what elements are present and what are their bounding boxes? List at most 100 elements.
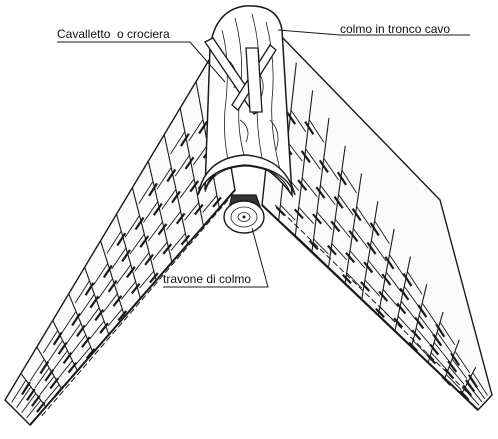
shingle-stroke: [364, 279, 381, 297]
shingle-stroke: [57, 341, 68, 355]
shingle-stroke: [290, 109, 307, 133]
shingle-stroke: [194, 203, 204, 216]
shingle-stroke: [144, 253, 154, 266]
shingle-stroke: [147, 161, 173, 263]
shingle-stroke: [346, 272, 362, 289]
shingle-stroke: [334, 218, 351, 238]
shingle-stroke: [138, 181, 154, 204]
shingle-stroke: [348, 229, 359, 243]
shingle-stroke: [79, 293, 95, 316]
shingle-stroke: [360, 281, 371, 292]
shingle-stroke: [394, 256, 411, 332]
shingle-stroke: [287, 141, 303, 162]
shingle-stroke: [134, 216, 145, 231]
shingle-stroke: [42, 330, 59, 354]
shingle-stroke: [275, 206, 286, 217]
label-colmo-tronco-cavo: colmo in tronco cavo: [340, 22, 451, 36]
shingle-stroke: [301, 177, 318, 197]
shingle-stroke: [121, 281, 136, 300]
shingle-stroke: [156, 167, 172, 190]
shingle-stroke: [84, 282, 95, 296]
shingle-stroke: [444, 368, 455, 380]
shingle-stroke: [26, 399, 42, 419]
shingle-stroke: [76, 346, 91, 365]
shingle-stroke: [212, 196, 222, 208]
shingle-stroke: [327, 244, 337, 256]
shingle-stroke: [375, 307, 385, 318]
shingle-stroke: [129, 233, 145, 255]
shingle-stroke: [74, 280, 90, 304]
shingle-stroke: [76, 324, 86, 338]
shingle-stroke: [300, 150, 311, 163]
shingle-stroke: [469, 377, 486, 399]
shingle-stroke: [39, 375, 55, 396]
shingle-stroke: [202, 195, 218, 213]
shingle-stroke: [84, 267, 110, 335]
shingle-stroke: [166, 168, 177, 183]
shingle-stroke: [426, 353, 437, 365]
shingle-stroke: [459, 390, 470, 401]
shingle-stroke: [408, 341, 419, 352]
shingle-stroke: [316, 211, 333, 230]
shingle-stroke: [44, 384, 60, 402]
shingle-stroke: [117, 310, 128, 322]
shingle-stroke: [29, 359, 45, 382]
shingle-stroke: [280, 204, 296, 221]
shingle-stroke: [432, 333, 443, 347]
shingle-stroke: [367, 259, 384, 279]
shingle-stroke: [433, 342, 450, 362]
shingle-stroke: [327, 145, 346, 269]
shingle-stroke: [385, 271, 402, 292]
shingle-stroke: [451, 358, 468, 379]
shingle-stroke: [31, 394, 41, 407]
shingle-stroke: [179, 178, 195, 199]
shingle-stroke: [450, 352, 461, 366]
shingle-stroke: [26, 388, 36, 402]
shingle-stroke: [379, 306, 396, 323]
shingle-stroke: [54, 385, 64, 397]
shingle-stroke: [293, 208, 304, 220]
shingle-stroke: [393, 317, 404, 329]
shingle-stroke: [361, 201, 379, 300]
shingle-stroke: [148, 182, 158, 197]
shingle-stroke: [333, 196, 344, 209]
shingle-stroke: [112, 295, 123, 307]
wood-grain-stroke: [265, 21, 281, 171]
shingle-stroke: [115, 214, 141, 299]
shingle-stroke: [402, 272, 413, 287]
shingle-stroke: [371, 240, 387, 262]
shingle-stroke: [305, 148, 321, 170]
shingle-stroke: [286, 111, 297, 125]
shingle-stroke: [349, 250, 366, 269]
shingle-stroke: [147, 221, 163, 242]
shingle-stroke: [430, 352, 447, 370]
shingle-stroke: [174, 155, 190, 177]
shingle-stroke: [345, 252, 356, 264]
shingle-stroke: [308, 119, 325, 143]
shingle-stroke: [162, 243, 173, 255]
shingle-stroke: [363, 261, 374, 274]
shingle-stroke: [21, 393, 37, 414]
shingle-stroke: [415, 327, 432, 346]
shingle-stroke: [338, 194, 354, 216]
shingle-stroke: [411, 284, 428, 348]
shingle-stroke: [106, 230, 122, 254]
shingle-stroke: [34, 367, 50, 389]
shingle-stroke: [180, 234, 191, 246]
shingle-stroke: [107, 280, 118, 293]
shingle-stroke: [460, 367, 477, 395]
shingle-stroke: [421, 302, 438, 325]
shingle-stroke: [374, 220, 390, 244]
shingle-stroke: [384, 256, 395, 270]
shingle-stroke: [85, 348, 96, 359]
leader-travone: [163, 227, 269, 288]
shingle-stroke: [170, 131, 186, 155]
shingle-stroke: [341, 169, 357, 194]
shingle-stroke: [435, 323, 446, 338]
shingle-stroke: [116, 264, 132, 285]
shingle-stroke: [152, 202, 163, 216]
shingle-stroke: [369, 222, 380, 237]
cross-brace: [204, 37, 277, 115]
shingle-stroke: [351, 207, 362, 222]
